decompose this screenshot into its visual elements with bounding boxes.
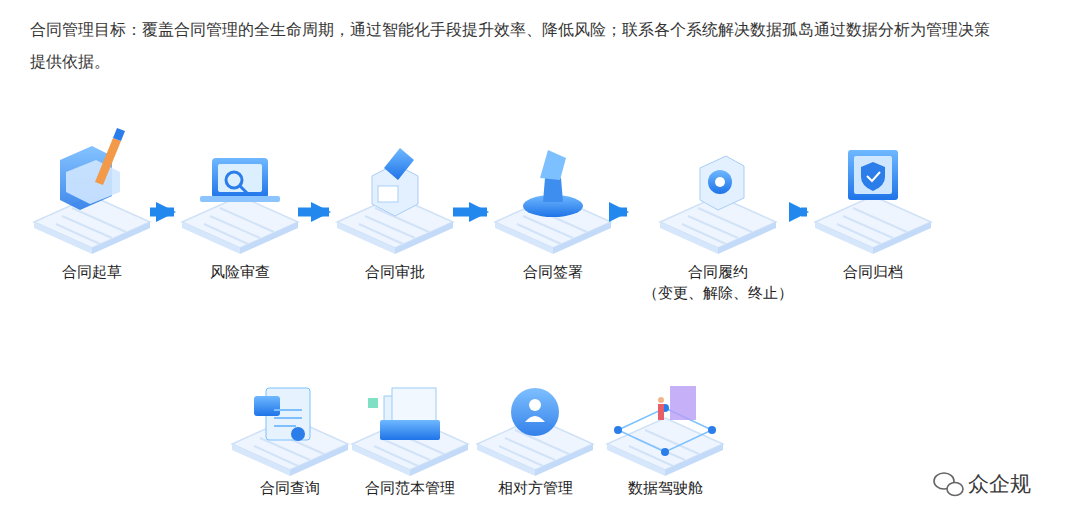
step-note: （变更、解除、终止） <box>643 283 793 304</box>
process-step: 风险审查 <box>184 140 296 283</box>
cockpit-icon <box>614 386 716 456</box>
step-label: 风险审查 <box>210 262 270 283</box>
query-icon <box>254 388 310 441</box>
flow-arrow <box>298 208 329 217</box>
function-module: 合同范本管理 <box>354 378 466 499</box>
heading: 合同管理目标：覆盖合同管理的全生命周期，通过智能化手段提升效率、降低风险；联系各… <box>30 14 990 78</box>
process-step: 合同签署 <box>497 140 609 283</box>
archive-icon <box>848 150 898 200</box>
function-module: 相对方管理 <box>479 378 591 499</box>
counterparty-icon <box>511 388 559 436</box>
signing-icon <box>523 150 583 217</box>
step-label: 合同查询 <box>260 478 320 499</box>
step-label: 合同履约 <box>688 262 748 283</box>
function-module: 合同查询 <box>234 378 346 499</box>
flow-arrow <box>611 208 627 217</box>
step-label: 合同范本管理 <box>365 478 455 499</box>
review-icon <box>200 158 280 202</box>
flow-arrow <box>453 208 487 217</box>
step-label: 数据驾驶舱 <box>628 478 703 499</box>
watermark: 众企规 <box>968 470 1031 498</box>
process-step: 合同履约（变更、解除、终止） <box>637 140 799 304</box>
step-platforms <box>34 196 931 476</box>
step-label: 相对方管理 <box>498 478 573 499</box>
process-step: 合同归档 <box>817 140 929 283</box>
approval-icon <box>372 148 418 216</box>
performance-icon <box>700 156 744 210</box>
wechat-mark <box>934 473 963 496</box>
step-label: 合同审批 <box>365 262 425 283</box>
step-label: 合同起草 <box>62 262 122 283</box>
step-label: 合同签署 <box>523 262 583 283</box>
template-icon <box>368 388 440 440</box>
process-step: 合同审批 <box>339 140 451 283</box>
step-label: 合同归档 <box>843 262 903 283</box>
flow-arrow <box>150 208 174 217</box>
function-module: 数据驾驶舱 <box>609 378 721 499</box>
flow-arrow <box>801 208 807 217</box>
draft-icon <box>60 128 125 210</box>
process-step: 合同起草 <box>36 140 148 283</box>
